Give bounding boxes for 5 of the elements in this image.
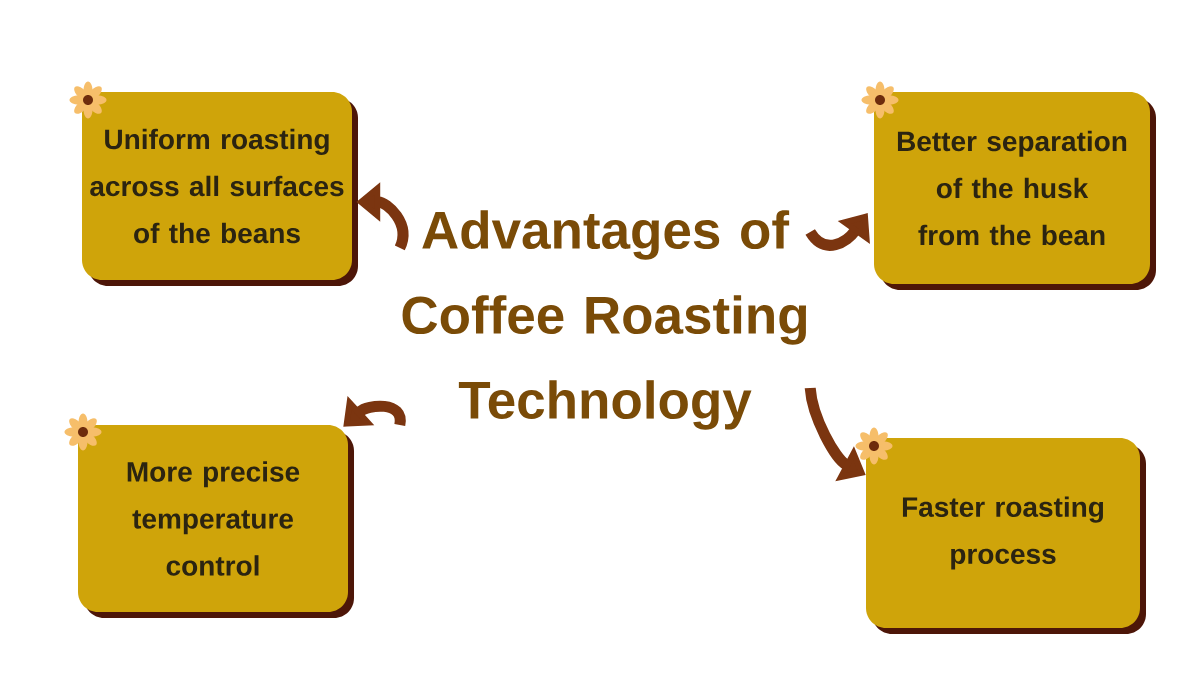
text-box: More precise temperature control <box>78 425 354 618</box>
text-box: Faster roasting process <box>866 438 1146 634</box>
text-box: Better separation of the husk from the bean <box>874 92 1156 290</box>
text-box: Uniform roasting across all surfaces of the beans <box>82 92 358 286</box>
title-text: Advantages of Coffee Roasting Technology <box>402 210 807 430</box>
